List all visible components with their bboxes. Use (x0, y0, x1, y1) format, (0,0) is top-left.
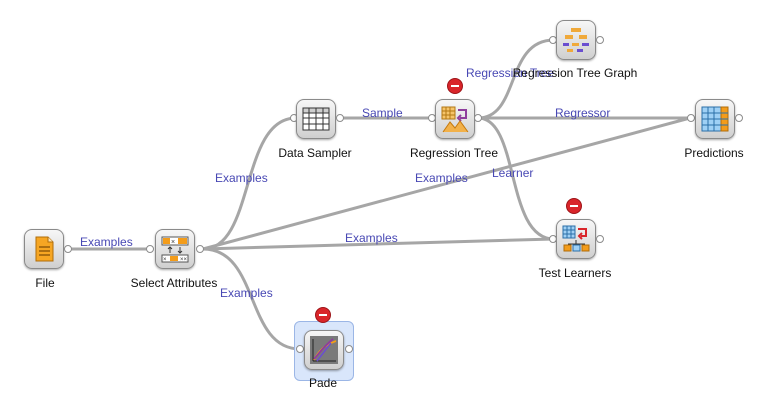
link-label-select-pade: Examples (220, 286, 273, 300)
file-output-anchor[interactable] (64, 245, 72, 253)
predictions-widget[interactable] (695, 99, 735, 139)
link-select-predictions[interactable] (202, 116, 691, 251)
pade-output-anchor[interactable] (345, 345, 353, 353)
link-label-select-sampler: Examples (215, 171, 268, 185)
link-label-file-select: Examples (80, 235, 133, 249)
link-label-select-test: Examples (345, 231, 398, 245)
pade-label: Pade (308, 376, 338, 390)
tree-graph-icon (563, 28, 589, 52)
link-label-sampler-tree: Sample (362, 106, 403, 120)
graph-output-anchor[interactable] (596, 36, 604, 44)
link-label-select-predictions: Examples (415, 171, 468, 185)
link-tree-graph[interactable] (477, 38, 555, 120)
link-label-tree-test: Learner (492, 166, 533, 180)
regression-tree-graph-widget[interactable] (556, 20, 596, 60)
test-learners-label: Test Learners (538, 266, 612, 280)
predictions-icon (701, 106, 729, 132)
predictions-input-anchor[interactable] (687, 114, 695, 122)
pade-icon (310, 336, 338, 364)
select-input-anchor[interactable] (146, 245, 154, 253)
link-label-tree-predictions: Regressor (555, 106, 610, 120)
data-sampler-widget[interactable] (296, 99, 336, 139)
link-tree-test[interactable] (477, 116, 555, 241)
select-attributes-label: Select Attributes (130, 276, 218, 290)
error-icon (566, 198, 582, 214)
error-icon (447, 78, 463, 94)
file-label: File (35, 276, 55, 290)
select-attributes-icon: × × ×× (161, 236, 189, 263)
link-select-test[interactable] (202, 237, 555, 251)
test-learners-icon (562, 225, 590, 252)
link-select-pade[interactable] (202, 247, 301, 351)
select-output-anchor[interactable] (196, 245, 204, 253)
regression-tree-graph-label: Regression Tree Graph (512, 66, 638, 80)
test-learners-widget[interactable] (556, 219, 596, 259)
tree-output-anchor[interactable] (474, 114, 482, 122)
file-icon (35, 236, 54, 262)
select-attributes-widget[interactable]: × × ×× (155, 229, 195, 269)
svg-text:×: × (163, 257, 167, 263)
sampler-output-anchor[interactable] (336, 114, 344, 122)
link-label-tree-graph: Regression Tree (466, 66, 554, 80)
predictions-label: Predictions (684, 146, 744, 160)
regression-tree-label: Regression Tree (409, 146, 499, 160)
file-widget[interactable] (24, 229, 64, 269)
regression-tree-icon (441, 106, 469, 133)
svg-text:×: × (171, 239, 175, 246)
error-icon (315, 307, 331, 323)
predictions-output-anchor[interactable] (735, 114, 743, 122)
pade-widget[interactable] (304, 330, 344, 370)
regression-tree-widget[interactable] (435, 99, 475, 139)
svg-text:××: ×× (180, 257, 188, 263)
data-sampler-icon (302, 107, 330, 131)
data-sampler-label: Data Sampler (278, 146, 352, 160)
pade-input-anchor[interactable] (296, 345, 304, 353)
test-output-anchor[interactable] (596, 235, 604, 243)
